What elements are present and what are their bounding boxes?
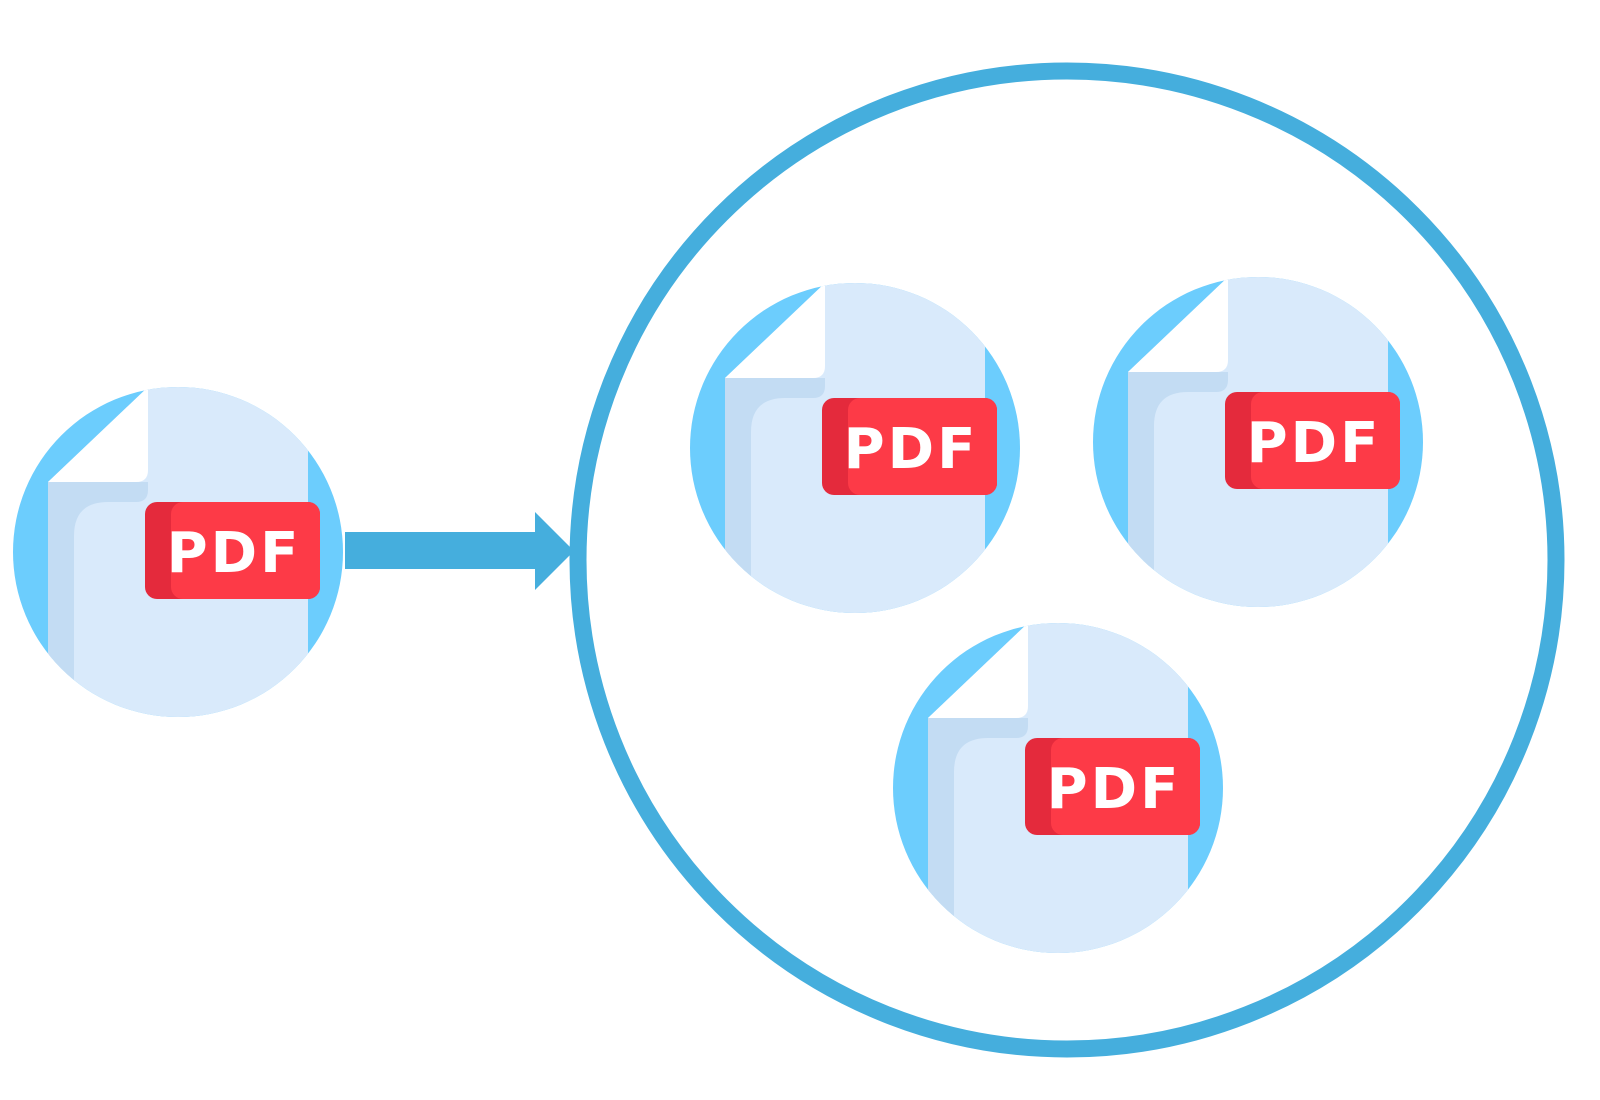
pdf-label: PDF — [1047, 757, 1182, 822]
pdf-label: PDF — [1247, 411, 1382, 476]
output-pdf-file-1: PDF — [690, 283, 1020, 648]
source-pdf-file: PDF — [13, 387, 343, 752]
arrow-right-icon — [345, 512, 574, 590]
output-pdf-file-2: PDF — [1093, 277, 1423, 642]
pdf-label: PDF — [844, 417, 979, 482]
pdf-label: PDF — [167, 521, 302, 586]
output-group-ring — [569, 62, 1565, 1058]
output-pdf-file-3: PDF — [893, 623, 1223, 988]
